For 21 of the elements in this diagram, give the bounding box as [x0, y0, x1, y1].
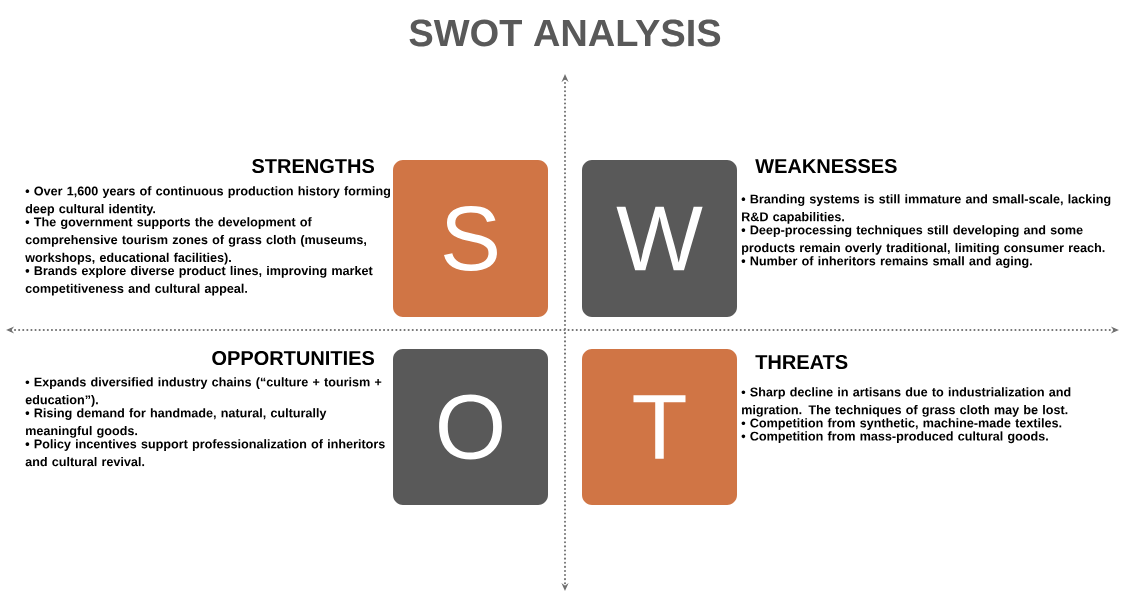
quadrant-heading: THREATS	[755, 354, 848, 370]
bullet-text: • Over 1,600 years of continuous production history forming deep cultural identity.	[25, 186, 390, 216]
quadrant-heading: STRENGTHS	[252, 158, 375, 174]
bullet-text: • Policy incentives support professionalization of inheritors and cultural revival.	[25, 439, 385, 467]
bullet-text: • Competition from mass-produced cultural goods.	[741, 431, 1048, 444]
title: SWOT ANALYSIS	[409, 19, 721, 47]
letter-square: T	[582, 349, 737, 505]
quadrant-heading: OPPORTUNITIES	[212, 350, 375, 366]
bullet-text: • Competition from synthetic, machine-made textiles.	[741, 418, 1062, 430]
bullet-text: • Brands explore diverse product lines, improving market competitiveness and cultural appeal.	[25, 265, 373, 296]
letter-square: O	[393, 349, 548, 505]
bullet-text: • The government supports the development of comprehensive tourism zones of grass cloth (museums, workshops, educational facilities).	[25, 217, 366, 265]
letter-square: W	[582, 160, 737, 317]
bullet-text: • Branding systems is still immature and small-scale, lacking R&D capabilities.	[741, 194, 1111, 224]
bullet-text: • Sharp decline in artisans due to industrialization and migration. The techniques of grass cloth may be lost.	[741, 387, 1071, 417]
quadrant-heading: WEAKNESSES	[755, 158, 897, 174]
bullet-text: • Number of inheritors remains small and aging.	[741, 256, 1032, 268]
bullet-text: • Deep-processing techniques still developing and some products remain overly traditional, limiting consumer reach.	[741, 225, 1105, 255]
bullet-text: • Rising demand for handmade, natural, culturally meaningful goods.	[25, 408, 327, 438]
bullet-text: • Expands diversified industry chains (“culture + tourism + education”).	[25, 377, 382, 407]
letter-square: S	[393, 160, 548, 317]
